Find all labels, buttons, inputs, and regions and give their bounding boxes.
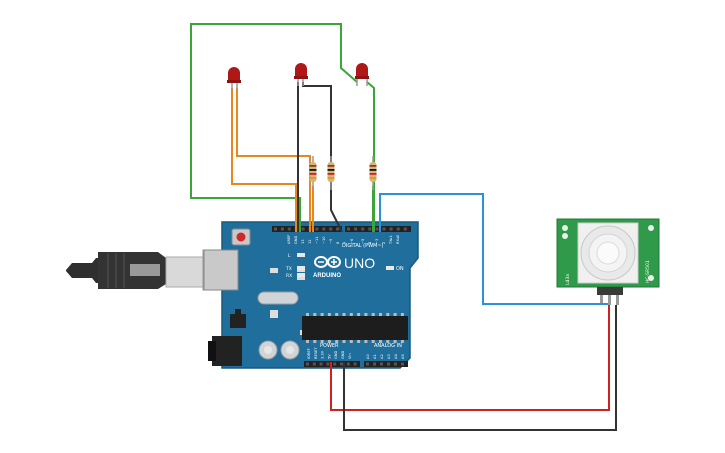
l-led-label: L	[288, 253, 291, 259]
power-jack	[212, 336, 242, 366]
wire-red-5v[interactable]	[330, 305, 610, 411]
wire-green-led3[interactable]	[366, 81, 375, 232]
arduino-uno-board[interactable]: L TX RX ON UNO ARDUINO DIGITAL (PWM~) PO…	[203, 221, 419, 369]
digital-pin-label: ~11	[315, 236, 319, 244]
led-3[interactable]	[355, 63, 369, 86]
digital-pin-label: TX▸1	[389, 235, 393, 245]
pir-side-label-right: HC-SR501	[645, 260, 651, 283]
power-pin-label: GND	[341, 351, 345, 359]
wire-orange-led1-a[interactable]	[236, 88, 311, 232]
wire-orange-led1-b[interactable]	[231, 88, 297, 232]
wire-black-gnd[interactable]	[343, 305, 617, 431]
led-icon	[295, 63, 307, 78]
wire-blue-signal[interactable]	[379, 193, 608, 305]
led-icon	[356, 63, 368, 78]
power-pin-label: 3.3V	[321, 350, 325, 359]
analog-pin-label: A4	[394, 354, 398, 359]
resistor-icon[interactable]	[369, 156, 377, 190]
digital-pin-label: ~3	[375, 239, 379, 244]
analog-header-label: ANALOG IN	[374, 343, 402, 349]
digital-header-label: DIGITAL (PWM~)	[342, 243, 384, 249]
digital-pin-label: 4	[368, 241, 372, 244]
on-led-label: ON	[396, 266, 404, 272]
rx-led	[297, 273, 305, 277]
digital-pin-label: ~5	[361, 239, 365, 244]
tx-led-label: TX	[285, 266, 292, 272]
crystal-oscillator	[257, 291, 299, 305]
arduino-brand-text: ARDUINO	[313, 273, 341, 279]
digital-pin-label: AREF	[287, 235, 291, 244]
arduino-infinity-icon	[314, 256, 341, 268]
power-pin-label: 5V	[327, 354, 331, 359]
wire-green-loop[interactable]	[190, 23, 358, 232]
rx-led-label: RX	[286, 273, 292, 279]
led-icon	[228, 67, 240, 82]
power-header-label: POWER	[320, 343, 339, 349]
digital-pin-label: 2	[382, 242, 386, 244]
led-1[interactable]	[227, 67, 241, 90]
pir-pin-header[interactable]	[597, 287, 623, 295]
usb-port	[203, 249, 239, 291]
digital-pin-label: ~9	[329, 238, 333, 244]
digital-pin-label: RX◂0	[396, 234, 400, 244]
power-pin-label: GND	[334, 351, 338, 359]
digital-pin-label: ~10	[322, 236, 326, 244]
analog-pin-header[interactable]	[364, 361, 408, 367]
pir-side-label-left: Ld3a	[565, 274, 571, 285]
led-2[interactable]	[294, 63, 308, 86]
digital-pin-label: ~6	[350, 238, 354, 244]
resistor-icon[interactable]	[327, 156, 335, 190]
pir-motion-sensor[interactable]: Ld3a HC-SR501	[556, 218, 660, 305]
atmega-chip	[302, 313, 408, 343]
digital-pin-label: 7	[343, 242, 347, 244]
analog-pin-label: A5	[401, 354, 405, 359]
digital-pin-label: GND	[294, 236, 298, 244]
digital-pin-label: 13	[301, 239, 305, 244]
resistor-icon[interactable]	[309, 156, 317, 190]
analog-pin-label: A3	[387, 354, 391, 359]
on-led	[386, 266, 394, 270]
digital-pin-label: 8	[336, 241, 340, 244]
analog-pin-label: A2	[380, 354, 384, 359]
tx-led	[297, 266, 305, 270]
voltage-regulator	[230, 314, 246, 328]
uno-logo-text: UNO	[344, 255, 375, 271]
l-led	[297, 253, 305, 257]
power-pin-label: IOREF	[307, 348, 311, 359]
analog-pin-label: A0	[366, 354, 370, 359]
power-pin-label: RESET	[314, 347, 318, 359]
power-pin-label: Vin	[348, 353, 352, 359]
digital-pin-label: 12	[308, 239, 312, 244]
analog-pin-label: A1	[373, 354, 377, 359]
